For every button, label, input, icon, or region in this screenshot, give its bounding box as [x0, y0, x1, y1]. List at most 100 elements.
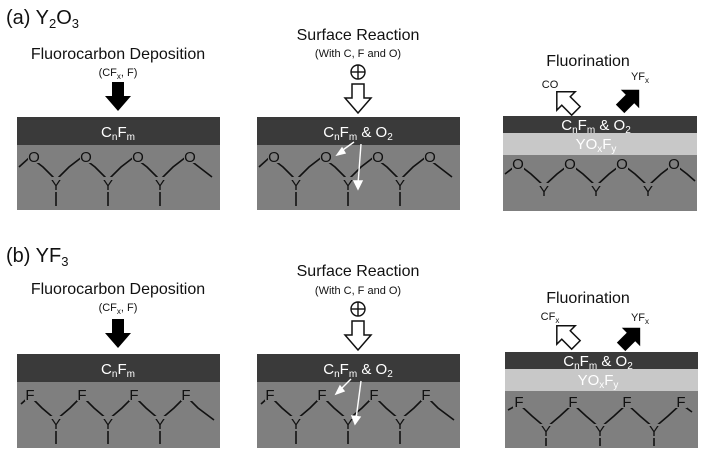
down-arrow-open-icon	[343, 83, 373, 115]
atom-f: F	[622, 394, 631, 411]
atom-y: Y	[291, 416, 301, 433]
atom-f: F	[129, 387, 138, 404]
panel-a-label: (a) Y2O3	[6, 7, 79, 31]
atom-f: F	[421, 387, 430, 404]
circled-plus-icon	[350, 301, 366, 317]
lattice: O O O O Y Y Y	[504, 156, 696, 200]
up-arrow-filled-icon	[616, 327, 641, 352]
atom-y: Y	[643, 183, 653, 200]
lattice: F F F F Y Y Y	[260, 387, 455, 444]
atom-f: F	[317, 387, 326, 404]
atom-f: F	[676, 394, 685, 411]
fluorocarbon-oxygen-layer	[257, 117, 460, 145]
atom-o: O	[424, 149, 436, 166]
atom-y: Y	[343, 177, 353, 194]
yttrium-oxyfluoride-layer	[505, 369, 698, 391]
atom-y: Y	[595, 423, 605, 440]
atom-y: Y	[51, 416, 61, 433]
fluorination-title: Fluorination	[546, 290, 630, 307]
lattice: F F F F Y Y Y	[20, 387, 215, 444]
lattice: O O O O Y Y Y	[258, 149, 453, 206]
lattice: F F F F Y Y Y	[507, 394, 693, 446]
circled-plus-icon	[350, 64, 366, 80]
down-arrow-filled-icon	[105, 319, 131, 348]
atom-o: O	[512, 156, 524, 173]
atom-f: F	[77, 387, 86, 404]
atom-f: F	[568, 394, 577, 411]
atom-o: O	[372, 149, 384, 166]
atom-o: O	[132, 149, 144, 166]
atom-y: Y	[103, 416, 113, 433]
atom-o: O	[320, 149, 332, 166]
reaction-title: Surface Reaction	[297, 27, 420, 44]
product-right-label: YFx	[631, 312, 649, 326]
fluorocarbon-oxygen-layer	[503, 116, 697, 133]
panel-b-deposition: Fluorocarbon Deposition (CFx, F) CnFm F …	[17, 281, 220, 448]
reaction-subtitle: (With C, F and O)	[315, 48, 401, 60]
fluorocarbon-oxygen-layer-label: CnFm & O2	[323, 124, 393, 143]
fluorocarbon-oxygen-layer-label: CnFm & O2	[563, 353, 633, 372]
diffusion-arrows	[335, 141, 364, 191]
product-left-label: CFx	[541, 311, 560, 325]
yttrium-oxyfluoride-layer	[503, 133, 697, 155]
up-arrow-open-icon	[556, 91, 582, 117]
atom-f: F	[265, 387, 274, 404]
atom-y: Y	[155, 177, 165, 194]
fluorocarbon-oxygen-layer-label: CnFm & O2	[561, 117, 631, 136]
fluorocarbon-layer-label: CnFm	[101, 361, 135, 380]
fluorocarbon-oxygen-layer	[257, 354, 460, 382]
atom-o: O	[564, 156, 576, 173]
atom-y: Y	[155, 416, 165, 433]
fluorocarbon-layer	[17, 117, 220, 145]
down-arrow-open-icon	[343, 320, 373, 352]
atom-y: Y	[591, 183, 601, 200]
reaction-title: Surface Reaction	[297, 263, 420, 280]
atom-y: Y	[291, 177, 301, 194]
atom-y: Y	[539, 183, 549, 200]
deposition-species: (CFx, F)	[99, 302, 138, 316]
atom-f: F	[514, 394, 523, 411]
atom-y: Y	[103, 177, 113, 194]
product-left-label: CO	[542, 79, 559, 91]
panel-a: (a) Y2O3 Fluorocarbon Deposition (CFx, F…	[6, 7, 697, 211]
fluorocarbon-layer-label: CnFm	[101, 124, 135, 143]
atom-o: O	[616, 156, 628, 173]
atom-o: O	[28, 149, 40, 166]
yttrium-oxyfluoride-layer-label: YOxFy	[576, 136, 617, 155]
atom-y: Y	[51, 177, 61, 194]
atom-o: O	[184, 149, 196, 166]
panel-a-surface-reaction: Surface Reaction (With C, F and O) CnFm …	[257, 27, 460, 210]
reaction-subtitle: (With C, F and O)	[315, 285, 401, 297]
fluorocarbon-oxygen-layer-label: CnFm & O2	[323, 361, 393, 380]
atom-f: F	[25, 387, 34, 404]
up-arrow-filled-icon	[615, 89, 640, 114]
fluorination-title: Fluorination	[546, 53, 630, 70]
down-arrow-filled-icon	[105, 82, 131, 111]
yttrium-oxyfluoride-layer-label: YOxFy	[578, 372, 619, 391]
panel-b-surface-reaction: Surface Reaction (With C, F and O) CnFm …	[257, 263, 460, 448]
atom-y: Y	[343, 416, 353, 433]
panel-a-deposition: Fluorocarbon Deposition (CFx, F) CnFm O …	[17, 46, 220, 210]
atom-y: Y	[649, 423, 659, 440]
atom-o: O	[668, 156, 680, 173]
atom-y: Y	[395, 416, 405, 433]
atom-f: F	[181, 387, 190, 404]
fluorocarbon-layer	[17, 354, 220, 382]
deposition-title: Fluorocarbon Deposition	[31, 46, 205, 63]
atom-y: Y	[395, 177, 405, 194]
deposition-title: Fluorocarbon Deposition	[31, 281, 205, 298]
panel-b-fluorination: Fluorination CFx YFx CnFm & O2 YOxFy	[505, 290, 698, 448]
panel-b-label: (b) YF3	[6, 245, 68, 269]
fluorocarbon-oxygen-layer	[505, 352, 698, 369]
atom-y: Y	[541, 423, 551, 440]
atom-o: O	[80, 149, 92, 166]
product-right-label: YFx	[631, 71, 649, 85]
diffusion-arrows	[334, 378, 362, 426]
atom-f: F	[369, 387, 378, 404]
lattice: O O O O Y Y Y	[18, 149, 213, 206]
panel-b: (b) YF3 Fluorocarbon Deposition (CFx, F)…	[6, 245, 698, 448]
panel-a-fluorination: Fluorination CO YFx CnFm & O2 YOxFy O O	[503, 53, 697, 211]
deposition-species: (CFx, F)	[99, 67, 138, 81]
up-arrow-open-icon	[556, 325, 582, 351]
